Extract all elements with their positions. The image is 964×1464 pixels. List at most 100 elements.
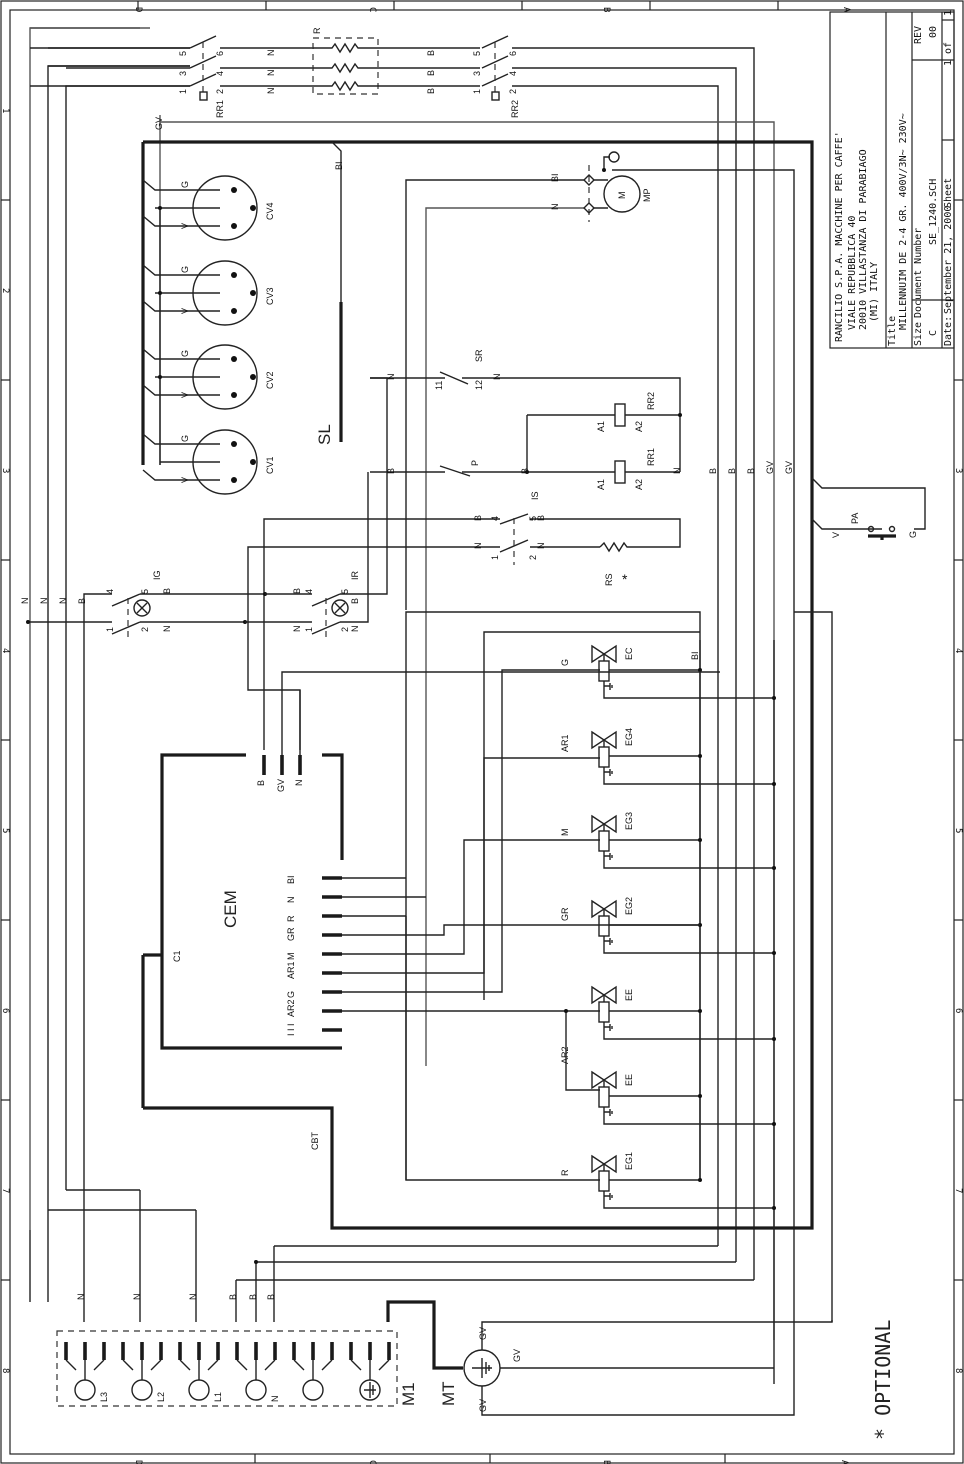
svg-text:A1: A1 bbox=[596, 479, 606, 490]
optional-asterisk: * bbox=[622, 571, 628, 587]
svg-text:N: N bbox=[473, 543, 483, 550]
svg-text:4: 4 bbox=[490, 516, 500, 521]
svg-text:5: 5 bbox=[178, 51, 188, 56]
cbt-label: CBT bbox=[310, 1131, 320, 1150]
svg-text:B: B bbox=[228, 1294, 238, 1300]
gv-wire-2 bbox=[612, 169, 795, 1384]
svg-text:B: B bbox=[386, 468, 396, 474]
level-probe-sl: BI SL bbox=[315, 141, 344, 445]
zone-num-right-5: 5 bbox=[953, 828, 963, 833]
svg-text:2: 2 bbox=[528, 555, 538, 560]
svg-text:BI: BI bbox=[550, 173, 560, 182]
document-number-label: Document Number bbox=[913, 228, 924, 318]
cv3-label: CV3 bbox=[265, 287, 275, 305]
zone-letter-top-c: C bbox=[367, 7, 377, 12]
svg-text:1: 1 bbox=[105, 627, 115, 632]
cem-pin-label: R bbox=[286, 915, 296, 922]
date-value: September 21, 2000 bbox=[943, 206, 954, 314]
svg-text:2: 2 bbox=[340, 627, 350, 632]
m1-terminal bbox=[292, 1342, 334, 1401]
size-value: C bbox=[928, 330, 939, 336]
rev-label: REV bbox=[913, 26, 924, 44]
pa-label: PA bbox=[850, 513, 860, 524]
zone-num-right-3: 3 bbox=[953, 468, 963, 473]
svg-text:M: M bbox=[560, 829, 570, 837]
svg-text:1: 1 bbox=[304, 627, 314, 632]
c1-label: C1 bbox=[172, 950, 182, 962]
m1-terminal: L2 bbox=[121, 1342, 166, 1402]
svg-text:2: 2 bbox=[215, 89, 225, 94]
zone-num-left-8: 8 bbox=[0, 1368, 10, 1373]
svg-text:N: N bbox=[492, 374, 502, 381]
svg-text:5: 5 bbox=[140, 589, 150, 594]
valve-label: EC bbox=[624, 647, 634, 660]
svg-text:B: B bbox=[292, 588, 302, 594]
cem-pin-label: AR2 bbox=[286, 999, 296, 1017]
svg-text:B: B bbox=[266, 1294, 276, 1300]
p-label: P bbox=[470, 460, 480, 466]
m1-terminal bbox=[349, 1342, 391, 1401]
svg-text:B: B bbox=[473, 515, 483, 521]
valve-label: EG1 bbox=[624, 1152, 634, 1170]
mp-label: MP bbox=[642, 189, 652, 203]
title-block: RANCILIO S.P.A. MACCHINE PER CAFFE' VIAL… bbox=[829, 10, 955, 349]
company-address-1: VIALE REPUBBLICA 40 bbox=[847, 216, 858, 330]
heater-circuit: 5 3 1 6 4 2 RR1 N N N R B B B 5 bbox=[29, 27, 755, 1280]
svg-text:N: N bbox=[188, 1294, 198, 1301]
svg-text:G: G bbox=[560, 659, 570, 666]
ir-label: IR bbox=[350, 570, 360, 580]
valve-ee-6: EE bbox=[591, 1070, 776, 1126]
svg-text:G: G bbox=[908, 531, 918, 538]
valve-ee-5: EE bbox=[591, 985, 776, 1041]
svg-text:3: 3 bbox=[178, 71, 188, 76]
svg-text:N: N bbox=[58, 598, 68, 605]
switch-ig: N N N B 4 5 B IG 1 2 N bbox=[20, 570, 267, 1150]
relay-contact-rr1: 5 3 1 6 4 2 RR1 N N N bbox=[178, 35, 313, 118]
zone-letter-bottom-c: C bbox=[367, 1460, 377, 1464]
svg-text:B: B bbox=[520, 468, 530, 474]
zone-letter-top-a: A bbox=[841, 7, 851, 13]
zone-letter-top-b: B bbox=[601, 7, 611, 12]
heater-label: R bbox=[312, 27, 322, 34]
svg-text:N: N bbox=[672, 468, 682, 475]
svg-text:N: N bbox=[292, 626, 302, 633]
svg-text:5: 5 bbox=[340, 589, 350, 594]
rev-value: 00 bbox=[928, 26, 939, 38]
cem-pin-label: GR bbox=[286, 927, 296, 941]
mt-label: MT bbox=[439, 1381, 458, 1406]
rr2-contact-label: RR2 bbox=[510, 100, 520, 118]
m1-terminal: L1 bbox=[178, 1342, 223, 1402]
zone-letter-bottom-d: D bbox=[133, 1460, 143, 1464]
zone-num-left-4: 4 bbox=[0, 648, 10, 653]
cem-pin-label: M bbox=[286, 953, 296, 961]
cem-pin-label: G bbox=[286, 991, 296, 998]
valve-label: EE bbox=[624, 989, 634, 1001]
svg-text:BI: BI bbox=[334, 161, 344, 170]
svg-text:B: B bbox=[536, 515, 546, 521]
sr-label: SR bbox=[474, 349, 484, 362]
svg-text:V: V bbox=[180, 308, 190, 314]
rr2-coil-label: RR2 bbox=[646, 392, 656, 410]
sheet-label: Sheet bbox=[943, 178, 954, 208]
heater-element-r: R bbox=[312, 27, 379, 95]
svg-text:N: N bbox=[266, 88, 276, 95]
svg-text:B: B bbox=[248, 1294, 258, 1300]
svg-text:M: M bbox=[617, 192, 627, 200]
valve-ec-1: EC G bbox=[560, 644, 776, 700]
svg-text:GR: GR bbox=[560, 907, 570, 921]
svg-text:B: B bbox=[256, 780, 266, 786]
cv2-label: CV2 bbox=[265, 371, 275, 389]
zone-num-right-7: 7 bbox=[953, 1188, 963, 1193]
zone-num-left-6: 6 bbox=[0, 1008, 10, 1013]
svg-text:N: N bbox=[386, 374, 396, 381]
svg-text:6: 6 bbox=[508, 51, 518, 56]
svg-text:V: V bbox=[831, 532, 841, 538]
sheet-value: 1 of bbox=[943, 42, 954, 66]
flowmeter-cv3: G V CV3 bbox=[142, 260, 275, 326]
